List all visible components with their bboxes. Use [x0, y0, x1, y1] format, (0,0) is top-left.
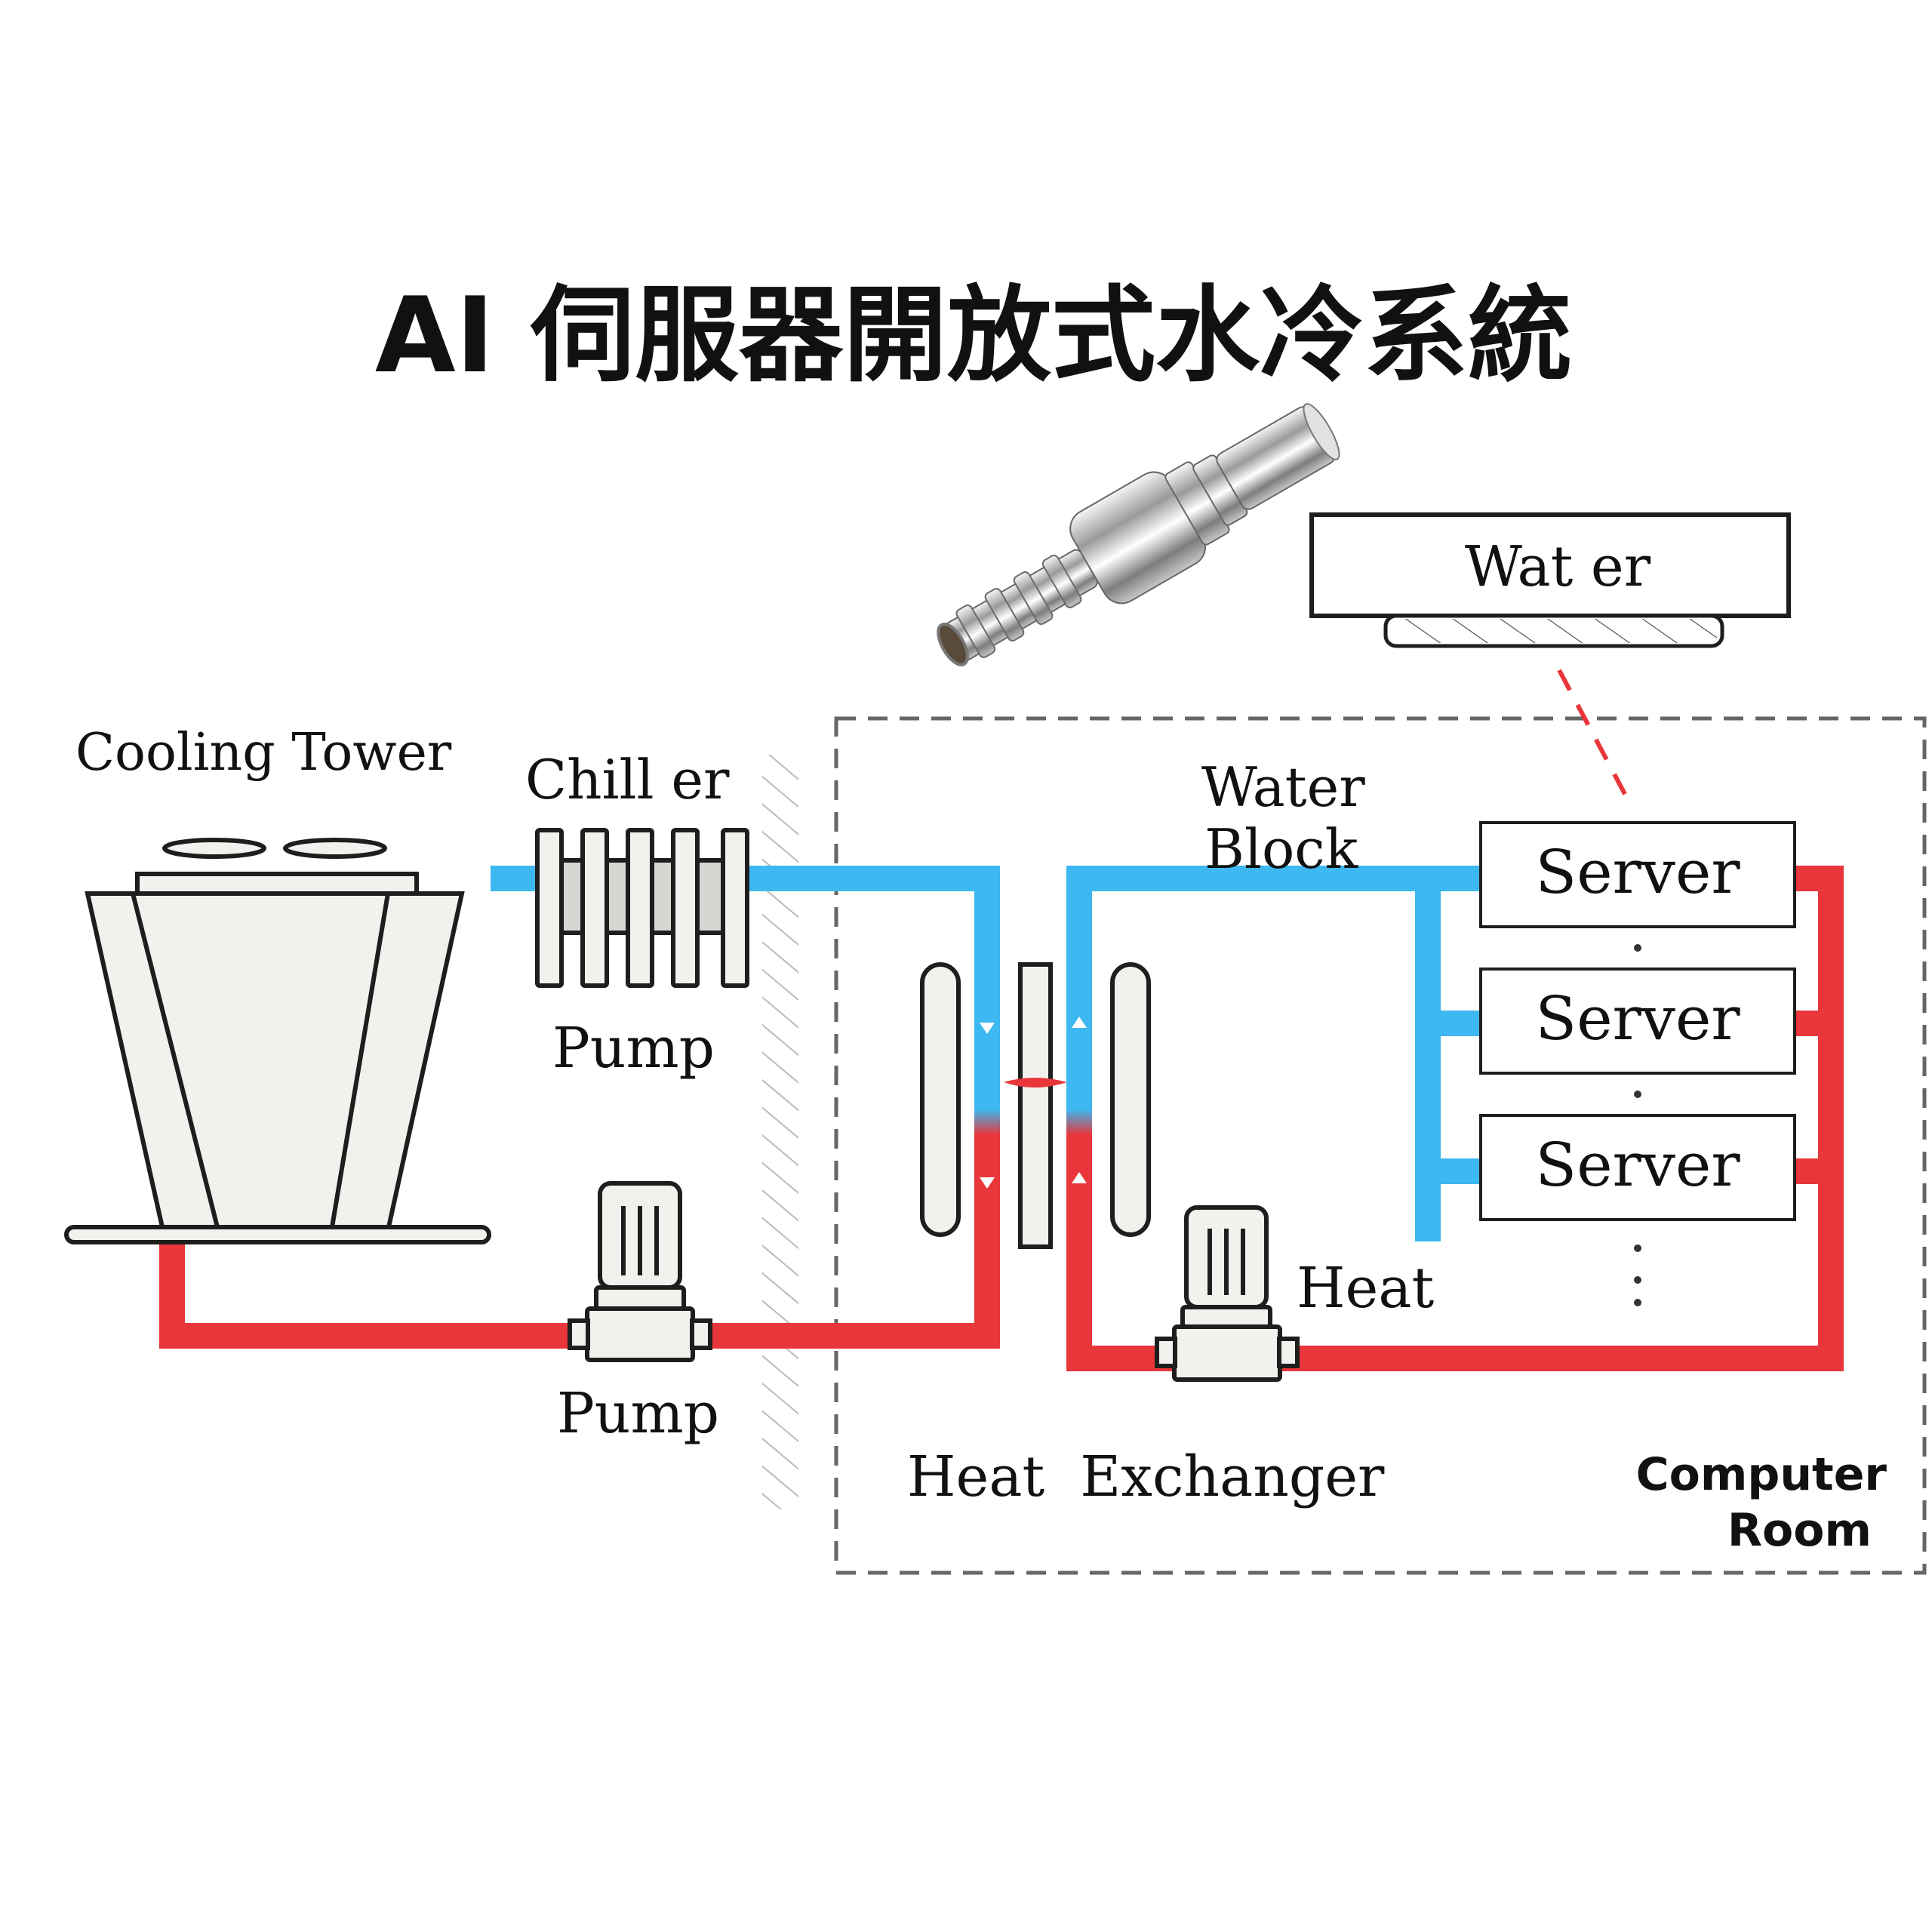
water-label: Wat er [1465, 534, 1651, 599]
flow-arrow-up [1072, 1017, 1087, 1028]
pump-label-upper: Pump [552, 1016, 715, 1081]
cooling-tower-label: Cooling Tower [75, 723, 452, 783]
heat-exchanger-label: Heat Exchanger [907, 1444, 1385, 1509]
computer-room-label-line2: Room [1727, 1504, 1872, 1557]
flow-arrow-up [1072, 1172, 1087, 1183]
flow-arrow-down [980, 1023, 995, 1034]
quick-connector-fitting-icon [937, 403, 1340, 666]
water-block-plate-hatch [1390, 619, 1718, 643]
water-block-label-line1: Water [1201, 755, 1365, 819]
cooling-tower-icon [64, 838, 491, 1244]
flow-arrows [980, 1017, 1087, 1189]
pump-icon [568, 1181, 712, 1362]
computer-room-boundary [834, 716, 1927, 1575]
heat-label: Heat [1297, 1256, 1434, 1321]
server-label: Server [1535, 837, 1740, 907]
chiller-icon [535, 828, 749, 988]
hx-cold-to-hot-left [974, 1041, 1000, 1192]
server-label: Server [1535, 1130, 1740, 1200]
connector-dashed-line [1557, 669, 1628, 797]
pump-icon [1155, 1205, 1300, 1382]
pump-label-lower: Pump [557, 1381, 719, 1446]
server-label: Server [1535, 983, 1740, 1054]
chiller-label: Chill er [525, 748, 730, 811]
water-block-label-line2: Block [1204, 817, 1359, 881]
diagram-title: AI 伺服器開放式水冷系統 [375, 275, 1572, 396]
flow-arrow-down [980, 1177, 995, 1189]
server-box-icon [1479, 821, 1796, 1221]
server-ellipsis-dots [1634, 944, 1641, 1306]
heat-exchanger-icon [920, 962, 1151, 1249]
computer-room-label-line1: Computer [1636, 1448, 1887, 1501]
hx-cold-to-hot-right [1066, 1041, 1092, 1192]
water-label-box [1309, 512, 1791, 618]
